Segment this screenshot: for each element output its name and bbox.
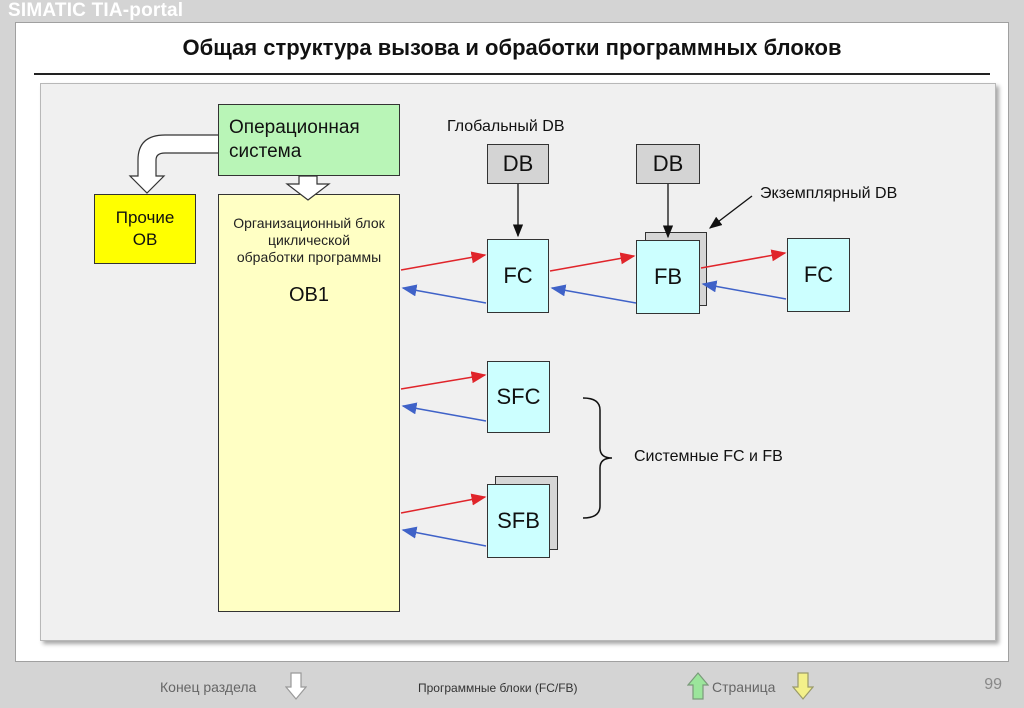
page-down-arrow-icon[interactable]: [792, 672, 814, 700]
ob1-name: OB1: [288, 284, 330, 306]
section-end-down-arrow-icon[interactable]: [285, 672, 307, 700]
section-end-label: Конец раздела: [160, 679, 257, 695]
sfb-label: SFB: [497, 508, 540, 533]
instance-db-text: DB: [652, 151, 684, 176]
instance-db-box: DB: [636, 144, 700, 184]
page-number: 99: [984, 676, 1002, 693]
other-ob-label: Прочие OB: [115, 208, 175, 249]
sfc-label: SFC: [496, 384, 541, 409]
page-up-arrow-icon[interactable]: [687, 672, 709, 700]
slide-title: Общая структура вызова и обработки прогр…: [182, 35, 842, 60]
other-ob-box: Прочие OB: [94, 194, 196, 264]
fc-box-2: FC: [787, 238, 850, 312]
global-db-label: Глобальный DB: [447, 118, 565, 135]
instance-db-label: Экземплярный DB: [760, 185, 898, 202]
fb-label: FB: [653, 264, 683, 289]
fc-label-2: FC: [803, 262, 834, 287]
fc-box-1: FC: [487, 239, 549, 313]
page-nav-label: Страница: [712, 679, 776, 695]
global-db-box: DB: [487, 144, 549, 184]
global-db-text: DB: [502, 151, 534, 176]
os-box: Операционная система: [218, 104, 400, 176]
ob1-box: Организационный блок циклической обработ…: [218, 194, 400, 612]
app-title: SIMATIC TIA-portal: [8, 0, 184, 21]
fb-box: FB: [636, 240, 700, 314]
system-fc-fb-label: Системные FC и FB: [634, 448, 783, 465]
fc-label-1: FC: [503, 263, 533, 288]
section-end-link[interactable]: Конец раздела: [160, 679, 256, 695]
title-divider: [34, 73, 990, 75]
os-box-label: Операционная система: [229, 117, 360, 162]
ob1-description: Организационный блок циклической обработ…: [233, 215, 385, 265]
sfb-box: SFB: [487, 484, 550, 558]
chapter-name: Программные блоки (FC/FB): [418, 681, 578, 695]
sfc-box: SFC: [487, 361, 550, 433]
